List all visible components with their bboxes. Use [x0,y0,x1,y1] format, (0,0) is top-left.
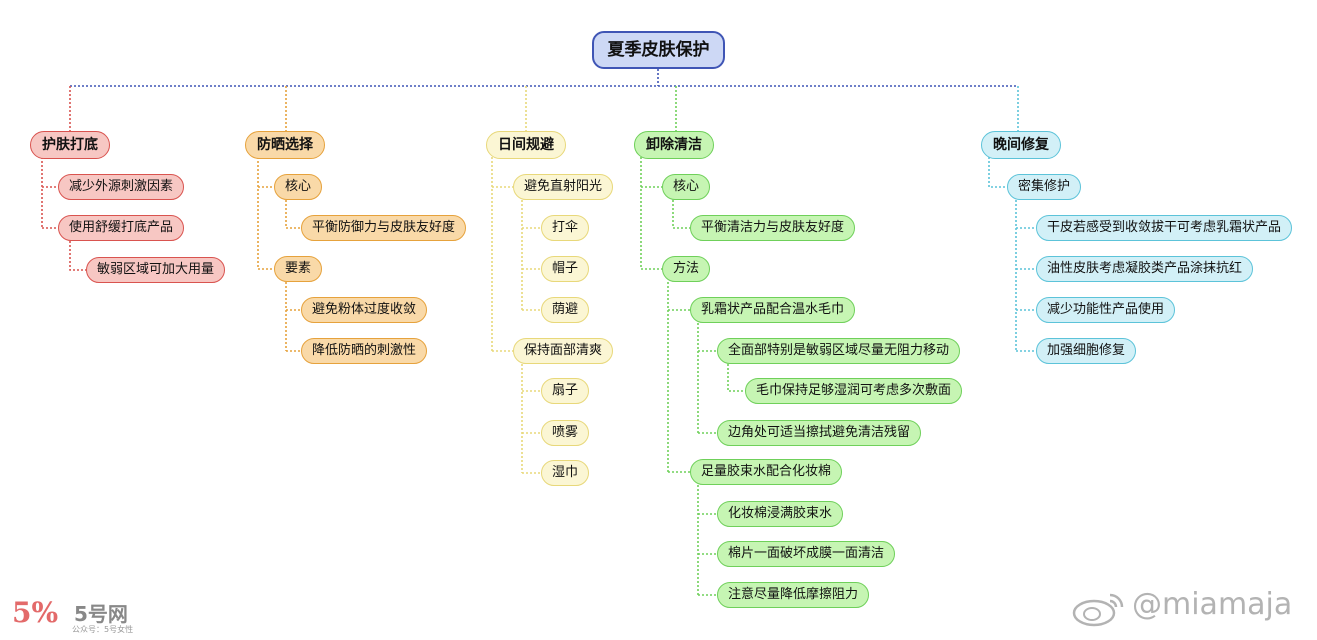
node-sunscreen-core[interactable]: 核心 [274,174,323,200]
logo-subtitle: 公众号：5号女性 [72,625,134,634]
node-avoid-sun[interactable]: 避免直射阳光 [513,174,614,200]
node-wipe-corners[interactable]: 边角处可适当擦拭避免清洁残留 [717,420,922,446]
node-cleansing-method[interactable]: 方法 [662,256,711,282]
node-low-irritation[interactable]: 降低防晒的刺激性 [301,338,428,364]
node-cleansing-core[interactable]: 核心 [662,174,711,200]
branch-cleansing[interactable]: 卸除清洁 [634,131,714,159]
weibo-icon [1072,593,1124,627]
node-reduce-actives[interactable]: 减少功能性产品使用 [1036,297,1176,323]
weibo-handle: @miamaja [1132,587,1293,622]
branch-skin-prep[interactable]: 护肤打底 [30,131,110,159]
node-fan[interactable]: 扇子 [541,378,590,404]
node-hat[interactable]: 帽子 [541,256,590,282]
node-avoid-powder[interactable]: 避免粉体过度收敛 [301,297,428,323]
node-sensitive-more[interactable]: 敏弱区域可加大用量 [86,257,226,283]
node-sunscreen-factors[interactable]: 要素 [274,256,323,282]
node-balance-cleansing[interactable]: 平衡清洁力与皮肤友好度 [690,215,856,241]
logo-name: 5号网 [74,602,128,626]
node-cell-repair[interactable]: 加强细胞修复 [1036,338,1137,364]
node-frictionless-move[interactable]: 全面部特别是敏弱区域尽量无阻力移动 [717,338,961,364]
logo-mark: 5% [12,596,59,629]
node-dry-skin-cream[interactable]: 干皮若感受到收敛拔干可考虑乳霜状产品 [1036,215,1293,241]
node-soothing-base[interactable]: 使用舒缓打底产品 [58,215,185,241]
node-reduce-friction[interactable]: 注意尽量降低摩擦阻力 [717,582,870,608]
node-pad-sides[interactable]: 棉片一面破坏成膜一面清洁 [717,541,896,567]
node-moist-towel[interactable]: 毛巾保持足够湿润可考虑多次敷面 [745,378,963,404]
node-soak-pad[interactable]: 化妆棉浸满胶束水 [717,501,844,527]
root-node[interactable]: 夏季皮肤保护 [592,31,725,69]
branch-daytime[interactable]: 日间规避 [486,131,566,159]
node-oily-skin-gel[interactable]: 油性皮肤考虑凝胶类产品涂抹抗红 [1036,256,1254,282]
node-cream-towel[interactable]: 乳霜状产品配合温水毛巾 [690,297,856,323]
node-spray[interactable]: 喷雾 [541,420,590,446]
node-umbrella[interactable]: 打伞 [541,215,590,241]
node-reduce-irritants[interactable]: 减少外源刺激因素 [58,174,185,200]
branch-sunscreen[interactable]: 防晒选择 [245,131,325,159]
node-keep-fresh[interactable]: 保持面部清爽 [513,338,614,364]
site-logo: 5% 5号网 公众号：5号女性 [12,596,152,636]
node-intensive-repair[interactable]: 密集修护 [1007,174,1082,200]
node-wet-wipes[interactable]: 湿巾 [541,460,590,486]
node-micellar-pad[interactable]: 足量胶束水配合化妆棉 [690,459,843,485]
branch-night-repair[interactable]: 晚间修复 [981,131,1061,159]
node-balance-defense[interactable]: 平衡防御力与皮肤友好度 [301,215,467,241]
node-shade[interactable]: 荫避 [541,297,590,323]
weibo-watermark: @miamaja [1072,585,1312,629]
